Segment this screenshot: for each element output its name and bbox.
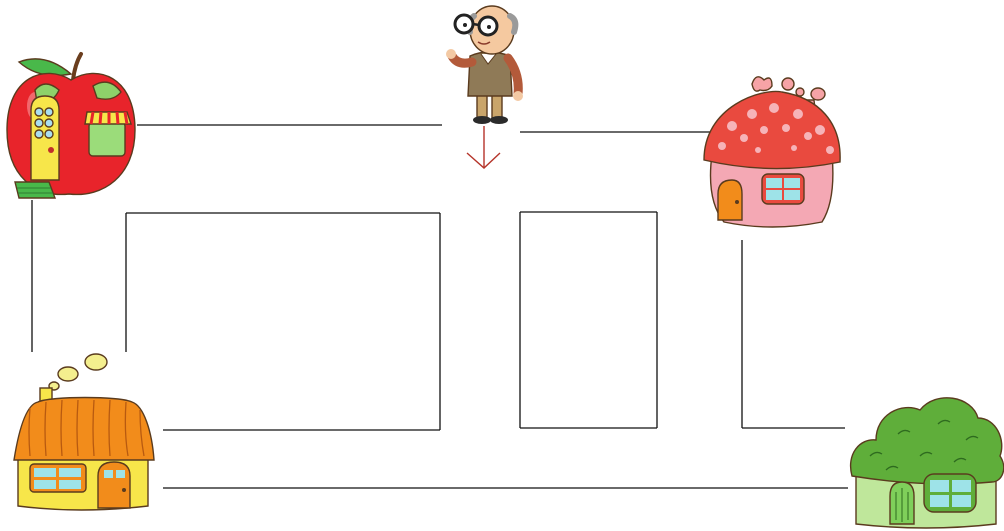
down-arrow-icon xyxy=(467,126,500,168)
grandpa-character-icon xyxy=(446,6,523,124)
bush-house-icon xyxy=(851,398,1004,528)
apple-house-icon xyxy=(7,54,135,198)
mushroom-house-icon xyxy=(704,77,840,227)
orange-roof-house-icon xyxy=(14,354,154,510)
